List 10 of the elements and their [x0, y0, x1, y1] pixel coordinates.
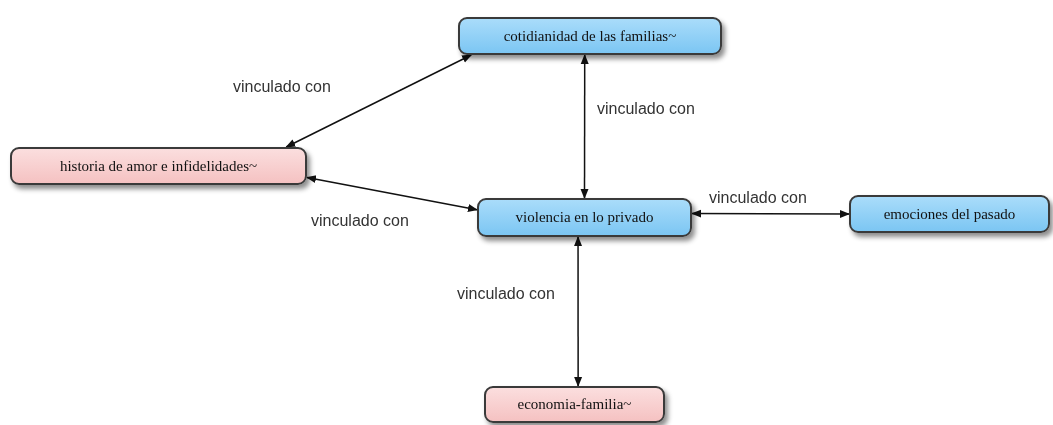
double-arrow [691, 209, 850, 218]
double-arrow [306, 175, 478, 212]
double-arrow [574, 236, 583, 387]
concept-box: emociones del pasado [849, 195, 1050, 233]
double-arrow [285, 54, 473, 148]
concept-box: violencia en lo privado [477, 198, 692, 237]
concept-box: economia-familia~ [484, 386, 665, 423]
double-arrow [580, 54, 589, 199]
concept-box: cotidianidad de las familias~ [458, 17, 722, 55]
concept-box: historia de amor e infidelidades~ [10, 147, 307, 185]
